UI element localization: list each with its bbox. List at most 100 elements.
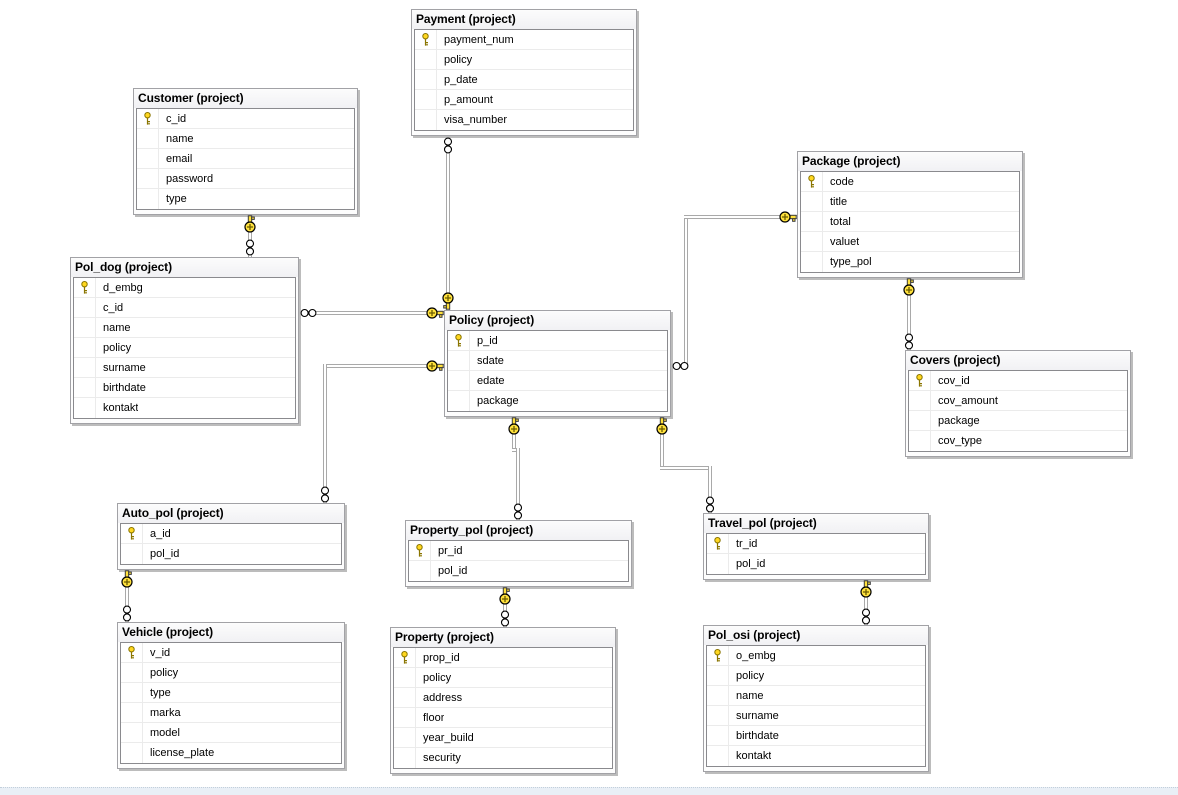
table-title[interactable]: Package (project) [798,152,1022,171]
field-row[interactable]: policy [415,50,633,70]
field-row[interactable]: c_id [74,298,295,318]
table-title[interactable]: Property_pol (project) [406,521,631,540]
relationship-line-segment[interactable] [503,587,507,627]
relationship-line-segment[interactable] [323,364,444,368]
field-row[interactable]: type [121,683,341,703]
field-row[interactable]: title [801,192,1019,212]
relationship-line-segment[interactable] [516,448,520,520]
field-row[interactable]: name [137,129,354,149]
field-row[interactable]: o_embg [707,646,925,666]
relationship-line-segment[interactable] [684,215,797,219]
field-row[interactable]: visa_number [415,110,633,130]
field-row[interactable]: policy [74,338,295,358]
field-row[interactable]: surname [74,358,295,378]
field-row[interactable]: kontakt [74,398,295,418]
relationship-line-segment[interactable] [708,466,712,513]
field-row[interactable]: cov_type [909,431,1127,451]
field-name: address [423,691,463,704]
field-row[interactable]: valuet [801,232,1019,252]
relationship-line-segment[interactable] [864,580,868,625]
infinity-icon [904,333,914,350]
field-row[interactable]: birthdate [707,726,925,746]
field-row[interactable]: pol_id [409,561,628,581]
relationship-line-segment[interactable] [323,364,327,503]
field-row[interactable]: security [394,748,612,768]
field-row[interactable]: a_id [121,524,341,544]
table-title[interactable]: Policy (project) [445,311,670,330]
field-row[interactable]: c_id [137,109,354,129]
field-row[interactable]: package [909,411,1127,431]
relationship-line-segment[interactable] [125,570,129,622]
field-row[interactable]: email [137,149,354,169]
field-row[interactable]: type_pol [801,252,1019,272]
relationship-line-segment[interactable] [299,311,444,315]
field-row[interactable]: cov_id [909,371,1127,391]
relationship-line-segment[interactable] [446,136,450,310]
field-row[interactable]: total [801,212,1019,232]
field-row[interactable]: pol_id [121,544,341,564]
field-row[interactable]: payment_num [415,30,633,50]
field-row[interactable]: name [74,318,295,338]
field-name: prop_id [423,651,460,664]
field-row[interactable]: kontakt [707,746,925,766]
table-title[interactable]: Pol_dog (project) [71,258,298,277]
table-title[interactable]: Travel_pol (project) [704,514,928,533]
field-row[interactable]: license_plate [121,743,341,763]
field-row[interactable]: code [801,172,1019,192]
field-row[interactable]: cov_amount [909,391,1127,411]
field-row[interactable]: sdate [448,351,667,371]
primary-key-icon [801,172,823,191]
field-row[interactable]: package [448,391,667,411]
table-title[interactable]: Pol_osi (project) [704,626,928,645]
table-title[interactable]: Covers (project) [906,351,1130,370]
field-row[interactable]: type [137,189,354,209]
field-row[interactable]: policy [707,666,925,686]
field-row[interactable]: surname [707,706,925,726]
table-title[interactable]: Payment (project) [412,10,636,29]
field-row[interactable]: d_embg [74,278,295,298]
field-row[interactable]: v_id [121,643,341,663]
field-row[interactable]: address [394,688,612,708]
field-row[interactable]: edate [448,371,667,391]
field-row[interactable]: year_build [394,728,612,748]
field-row[interactable]: birthdate [74,378,295,398]
field-row[interactable]: p_date [415,70,633,90]
relationship-line-segment[interactable] [660,417,664,468]
table-title[interactable]: Auto_pol (project) [118,504,344,523]
relationship-line-segment[interactable] [684,215,688,366]
field-row[interactable]: password [137,169,354,189]
field-row[interactable]: model [121,723,341,743]
field-row[interactable]: pr_id [409,541,628,561]
relationship-line-segment[interactable] [248,215,252,257]
infinity-icon [513,503,523,520]
field-row[interactable]: p_amount [415,90,633,110]
table-title[interactable]: Vehicle (project) [118,623,344,642]
table-title[interactable]: Customer (project) [134,89,357,108]
field-row[interactable]: p_id [448,331,667,351]
field-row[interactable]: policy [394,668,612,688]
field-row[interactable]: policy [121,663,341,683]
field-row[interactable]: tr_id [707,534,925,554]
field-row[interactable]: prop_id [394,648,612,668]
field-row[interactable]: name [707,686,925,706]
key-icon [507,417,521,435]
relationship-line-segment[interactable] [660,466,712,470]
field-row[interactable]: pol_id [707,554,925,574]
table-title[interactable]: Property (project) [391,628,615,647]
relationship-line-segment[interactable] [907,278,911,350]
field-row[interactable]: marka [121,703,341,723]
field-row[interactable]: floor [394,708,612,728]
